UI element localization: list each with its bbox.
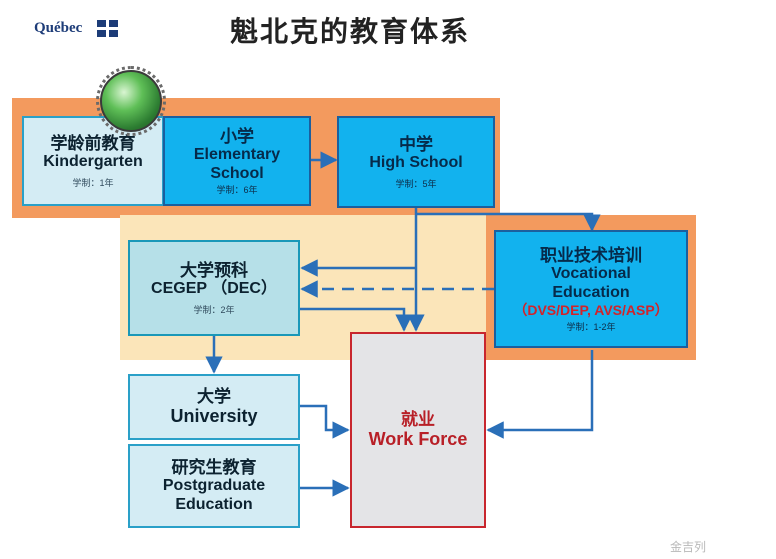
university-en: University [170,406,258,427]
postgraduate-en-line2: Education [175,495,253,513]
vocational-box: 职业技术培训 Vocational Education （DVS/DEP, AV… [494,230,688,348]
highschool-en: High School [369,154,463,172]
elementary-en-line2: School [210,164,264,182]
arrow-highschool-to-vocational [416,212,601,232]
vocational-programs: （DVS/DEP, AVS/ASP） [513,302,668,318]
arrow-cegep-to-workforce [300,307,413,332]
highschool-duration: 学制：5年 [395,178,437,189]
elementary-duration: 学制：6年 [216,184,258,195]
watermark: 金吉列 [670,540,707,554]
vocational-duration: 学制：1-2年 [566,322,616,333]
kindergarten-zh: 学龄前教育 [50,133,136,153]
quebec-logo-text: Québec [34,20,83,36]
postgraduate-box: 研究生教育 Postgraduate Education [128,444,300,528]
university-box: 大学 University [128,374,300,440]
arrow-vocational-to-workforce [486,350,594,439]
workforce-zh: 就业 [401,409,435,429]
vocational-programs-text: （DVS/DEP, AVS/ASP） [513,301,669,318]
cegep-en: CEGEP （DEC） [151,280,277,298]
highschool-box: 中学 High School 学制：5年 [337,116,495,208]
postgraduate-zh: 研究生教育 [171,457,257,477]
elementary-zh: 小学 [220,126,254,146]
kindergarten-en: Kindergarten [43,153,143,171]
kindergarten-box: 学龄前教育 Kindergarten 学制：1年 [22,116,164,206]
globe-icon [100,70,162,132]
vocational-en-line2: Education [552,283,630,301]
kindergarten-duration: 学制：1年 [72,177,114,188]
vocational-en-line1: Vocational [551,265,631,283]
elementary-box: 小学 Elementary School 学制：6年 [163,116,311,206]
cegep-box: 大学预科 CEGEP （DEC） 学制：2年 [128,240,300,336]
fleur-de-lis-flag-icon [97,20,118,37]
vocational-zh: 职业技术培训 [540,245,642,265]
cegep-zh: 大学预科 [180,260,248,280]
postgraduate-en-line1: Postgraduate [162,477,266,495]
workforce-box: 就业 Work Force [350,332,486,528]
page-title: 魁北克的教育体系 [230,15,471,48]
elementary-en-line1: Elementary [193,146,281,164]
arrow-university-to-workforce [300,404,350,439]
cegep-duration: 学制：2年 [193,304,235,315]
workforce-en: Work Force [368,429,468,450]
highschool-zh: 中学 [399,134,433,154]
university-zh: 大学 [197,386,231,406]
globe-ring [96,66,166,136]
